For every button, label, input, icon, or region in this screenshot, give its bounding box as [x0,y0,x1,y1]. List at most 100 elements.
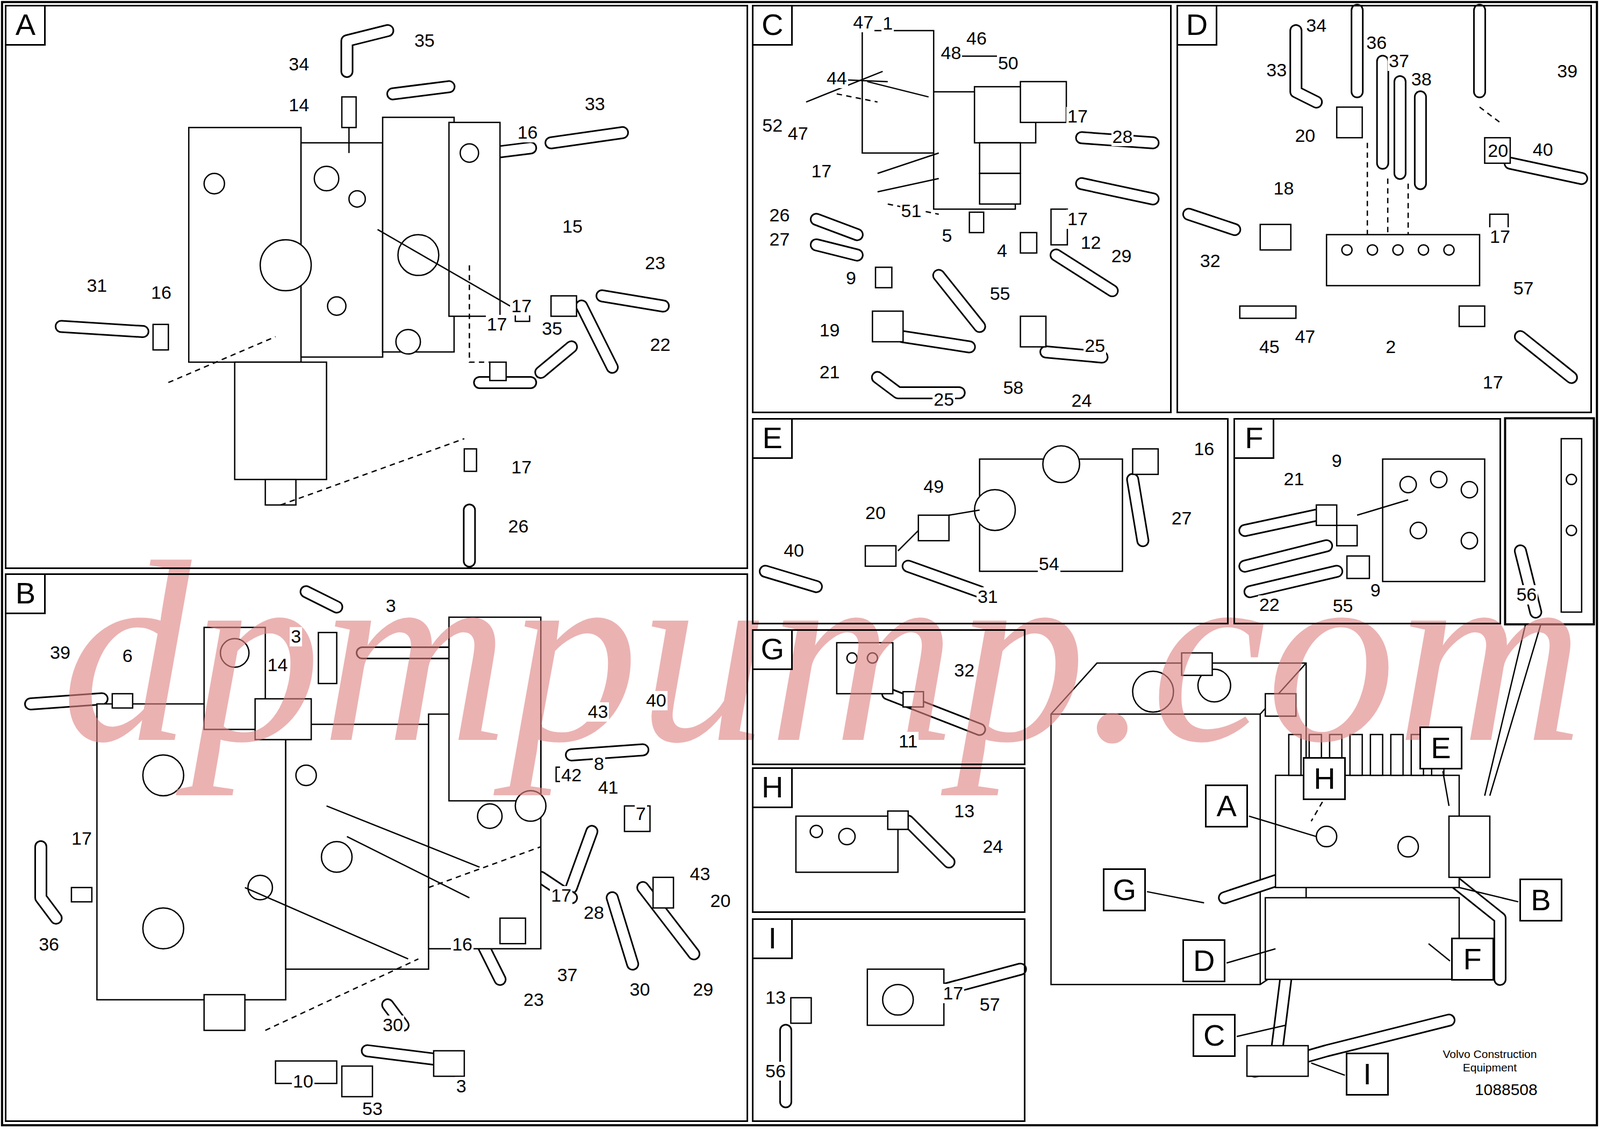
hose-outline [908,821,950,863]
callout-number: 35 [540,319,564,339]
part-block [790,998,812,1024]
callout-letter: B [1530,885,1551,916]
callout-letter: I [1362,1059,1372,1090]
callout-number: 45 [1258,337,1281,357]
leader-line [1428,943,1451,961]
panel-letter: D [1176,4,1218,46]
part-block [1459,306,1485,327]
callout-letter: H [1313,763,1336,794]
hose-body [1352,10,1362,92]
callout-number: 17 [1066,209,1089,229]
callout-number: 23 [643,253,667,274]
callout-number: 40 [782,541,806,561]
part-block [448,122,500,317]
leader-line [1236,1025,1286,1037]
callout-number: 57 [978,995,1002,1015]
bolt-hole [809,825,823,838]
callout-number: 22 [1258,595,1281,615]
hose-outline [612,898,633,965]
callout-box: I [1345,1052,1389,1096]
callout-number: 58 [1001,378,1025,398]
part-block [1020,81,1067,123]
bolt-hole [477,804,503,829]
callout-number: 31 [85,276,109,296]
panel-letter: H [751,767,793,809]
part-block [887,811,909,830]
hose-body [1188,214,1235,230]
callout-number: 17 [1066,106,1089,127]
hose-outline [581,306,613,368]
bolt-hole [204,173,225,195]
hose-outline [1414,96,1427,184]
part-block [979,173,1021,205]
callout-number: 3 [289,627,303,647]
panel-letter: E [751,418,793,459]
part-block [1316,505,1337,526]
leader-line [377,229,511,306]
callout-number: 19 [818,320,842,341]
callout-number: 40 [1531,140,1555,160]
detail-panel: F [1233,418,1501,625]
part-block [341,96,357,128]
callout-number: 37 [556,965,579,986]
leader-line [877,153,939,174]
callout-number: 8 [592,754,606,774]
callout-letter: D [1193,945,1215,977]
part-block [867,969,944,1026]
callout-number: 38 [1410,69,1433,90]
callout-letter: E [1430,733,1451,764]
hose-body [581,306,613,368]
callout-number: 42 [560,765,583,786]
bolt-hole [1342,245,1353,256]
bolt-hole [515,790,547,822]
dashed-leader [1387,178,1389,235]
callout-number: 41 [597,778,620,798]
bolt-hole [348,190,365,207]
leader-line [245,887,409,960]
callout-number: 29 [1110,246,1133,267]
part-block [795,816,899,873]
callout-number: 47 [786,124,810,144]
hose-body [1056,255,1112,291]
bolt-hole [397,234,439,276]
callout-number: 55 [988,284,1012,304]
part-block [489,362,506,381]
callout-number: 39 [1555,61,1579,82]
callout-number: 20 [708,891,732,911]
callout-number: 4 [995,241,1009,261]
dashed-leader [428,847,541,888]
callout-number: 51 [900,201,923,221]
leader-line [348,127,350,153]
part-block [1265,898,1460,980]
callout-number: 15 [561,217,584,237]
callout-number: 20 [1486,141,1510,161]
callout-number: 11 [897,732,919,752]
callout-number: 47 [851,12,875,33]
callout-number: 34 [287,54,311,75]
part-block [1246,1045,1309,1077]
hose-outline [1473,10,1487,92]
part-block [875,267,892,288]
hose-body [902,336,970,348]
hose-outline [40,847,56,919]
callout-number: 57 [1512,278,1535,299]
part-block [1051,209,1068,245]
callout-number: 26 [768,205,792,226]
callout-number: 52 [761,116,784,136]
part-block [872,311,903,342]
hose-body [40,847,56,919]
bolt-hole [260,239,312,291]
callout-number: 27 [768,230,792,250]
callout-number: 20 [1293,126,1317,146]
callout-number: 34 [1304,16,1328,36]
bolt-hole [1393,245,1404,256]
callout-number: 23 [522,990,545,1010]
bolt-hole [838,828,856,845]
callout-number: 25 [932,390,956,410]
callout-number: 26 [507,517,530,537]
callout-number: 18 [1272,178,1296,199]
panel-letter: B [4,573,46,615]
bolt-hole [1566,474,1577,485]
